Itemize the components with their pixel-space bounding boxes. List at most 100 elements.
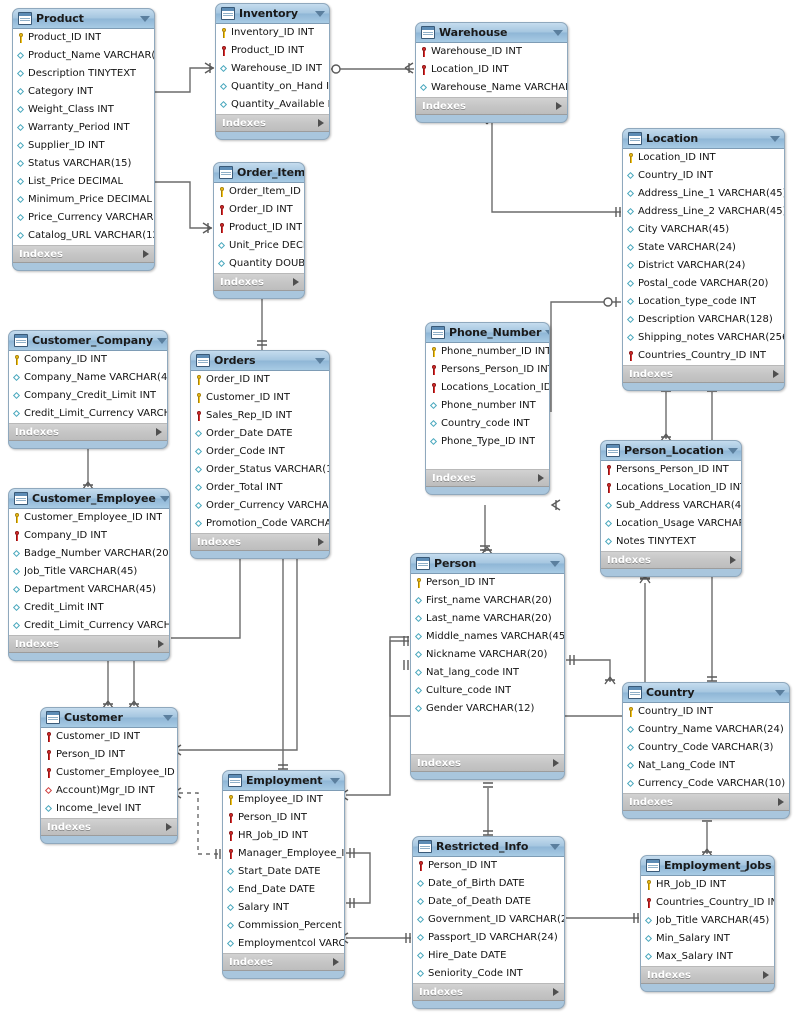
table-header-warehouse[interactable]: Warehouse	[416, 23, 567, 43]
column-row[interactable]: Warehouse_Name VARCHAR(45)	[416, 79, 567, 97]
table-header-country[interactable]: Country	[623, 683, 789, 703]
table-header-customer_employee[interactable]: Customer_Employee	[9, 489, 169, 509]
column-row[interactable]: Currency_Code VARCHAR(10)	[623, 775, 789, 793]
chevron-down-icon[interactable]	[775, 689, 785, 696]
column-row[interactable]: Max_Salary INT	[641, 948, 774, 966]
table-header-location[interactable]: Location	[623, 129, 784, 149]
column-row[interactable]: Government_ID VARCHAR(24)	[413, 911, 564, 929]
chevron-right-icon[interactable]	[166, 823, 172, 831]
chevron-right-icon[interactable]	[763, 971, 769, 979]
column-row[interactable]: Description TINYTEXT	[13, 65, 154, 83]
column-row[interactable]: Customer_ID INT	[41, 728, 177, 746]
column-row[interactable]: First_name VARCHAR(20)	[411, 592, 564, 610]
column-row[interactable]: Unit_Price DECIMAL	[214, 237, 304, 255]
indexes-section-inventory[interactable]: Indexes	[216, 115, 329, 132]
chevron-down-icon[interactable]	[553, 29, 563, 36]
column-row[interactable]: Culture_code INT	[411, 682, 564, 700]
column-row[interactable]: Description VARCHAR(128)	[623, 311, 784, 329]
table-header-customer[interactable]: Customer	[41, 708, 177, 728]
table-header-product[interactable]: Product	[13, 9, 154, 29]
chevron-right-icon[interactable]	[553, 759, 559, 767]
column-row[interactable]: Middle_names VARCHAR(45)	[411, 628, 564, 646]
table-header-order_item[interactable]: Order_Item	[214, 163, 304, 183]
chevron-right-icon[interactable]	[538, 474, 544, 482]
column-row[interactable]: Gender VARCHAR(12)	[411, 700, 564, 718]
chevron-down-icon[interactable]	[550, 560, 560, 567]
column-row[interactable]: Order_Currency VARCHAR(5)	[191, 497, 329, 515]
column-row[interactable]: Department VARCHAR(45)	[9, 581, 169, 599]
column-row[interactable]: Location_Usage VARCHAR(4...	[601, 515, 741, 533]
column-row[interactable]: Sales_Rep_ID INT	[191, 407, 329, 425]
column-row[interactable]: Nat_Lang_Code INT	[623, 757, 789, 775]
column-row[interactable]: Weight_Class INT	[13, 101, 154, 119]
indexes-section-orders[interactable]: Indexes	[191, 534, 329, 551]
column-row[interactable]: Warranty_Period INT	[13, 119, 154, 137]
column-row[interactable]: Order_ID INT	[191, 371, 329, 389]
column-row[interactable]: Location_type_code INT	[623, 293, 784, 311]
column-row[interactable]: Catalog_URL VARCHAR(128)	[13, 227, 154, 245]
indexes-section-order_item[interactable]: Indexes	[214, 274, 304, 291]
column-row[interactable]: Date_of_Death DATE	[413, 893, 564, 911]
column-row[interactable]: Country_Name VARCHAR(24)	[623, 721, 789, 739]
column-row[interactable]: Locations_Location_ID I...	[426, 379, 549, 397]
column-row[interactable]: End_Date DATE	[223, 881, 344, 899]
chevron-right-icon[interactable]	[158, 640, 164, 648]
column-row[interactable]: Credit_Limit INT	[9, 599, 169, 617]
column-row[interactable]: Manager_Employee_I...	[223, 845, 344, 863]
chevron-right-icon[interactable]	[318, 538, 324, 546]
indexes-section-restricted_info[interactable]: Indexes	[413, 984, 564, 1001]
column-row[interactable]: Quantity_Available INT	[216, 96, 329, 114]
column-row[interactable]: Nat_lang_code INT	[411, 664, 564, 682]
indexes-section-phone_number[interactable]: Indexes	[426, 470, 549, 487]
column-row[interactable]: Country_ID INT	[623, 703, 789, 721]
column-row[interactable]: Last_name VARCHAR(20)	[411, 610, 564, 628]
column-row[interactable]: Phone_number_ID INT	[426, 343, 549, 361]
indexes-section-person_location[interactable]: Indexes	[601, 552, 741, 569]
chevron-down-icon[interactable]	[159, 495, 169, 502]
column-row[interactable]: Product_ID INT	[214, 219, 304, 237]
column-row[interactable]: Credit_Limit_Currency VARCHAR(5)	[9, 405, 167, 423]
column-row[interactable]: Location_ID INT	[416, 61, 567, 79]
column-row[interactable]: Date_of_Birth DATE	[413, 875, 564, 893]
column-row[interactable]: Price_Currency VARCHAR(5)	[13, 209, 154, 227]
column-row[interactable]: Country_code INT	[426, 415, 549, 433]
column-row[interactable]: Person_ID INT	[223, 809, 344, 827]
column-row[interactable]: Company_Credit_Limit INT	[9, 387, 167, 405]
table-header-person[interactable]: Person	[411, 554, 564, 574]
column-row[interactable]: Warehouse_ID INT	[216, 60, 329, 78]
indexes-section-product[interactable]: Indexes	[13, 246, 154, 263]
column-row[interactable]: District VARCHAR(24)	[623, 257, 784, 275]
column-row[interactable]: Job_Title VARCHAR(45)	[641, 912, 774, 930]
column-row[interactable]: Inventory_ID INT	[216, 24, 329, 42]
column-row[interactable]: Supplier_ID INT	[13, 137, 154, 155]
column-row[interactable]: Employee_ID INT	[223, 791, 344, 809]
column-row[interactable]: Start_Date DATE	[223, 863, 344, 881]
indexes-section-employment_jobs[interactable]: Indexes	[641, 967, 774, 984]
column-row[interactable]: Credit_Limit_Currency VARCHAR(5)	[9, 617, 169, 635]
chevron-down-icon[interactable]	[770, 135, 780, 142]
column-row[interactable]: Shipping_notes VARCHAR(256)	[623, 329, 784, 347]
table-header-person_location[interactable]: Person_Location	[601, 441, 741, 461]
column-row[interactable]: Location_ID INT	[623, 149, 784, 167]
chevron-right-icon[interactable]	[553, 988, 559, 996]
column-row[interactable]: Status VARCHAR(15)	[13, 155, 154, 173]
column-row[interactable]: Countries_Country_ID INT	[641, 894, 774, 912]
chevron-down-icon[interactable]	[140, 15, 150, 22]
indexes-section-location[interactable]: Indexes	[623, 366, 784, 383]
table-header-customer_company[interactable]: Customer_Company	[9, 331, 167, 351]
chevron-right-icon[interactable]	[730, 556, 736, 564]
column-row[interactable]: Salary INT	[223, 899, 344, 917]
table-header-inventory[interactable]: Inventory	[216, 4, 329, 24]
column-row[interactable]: Person_ID INT	[41, 746, 177, 764]
chevron-right-icon[interactable]	[318, 119, 324, 127]
